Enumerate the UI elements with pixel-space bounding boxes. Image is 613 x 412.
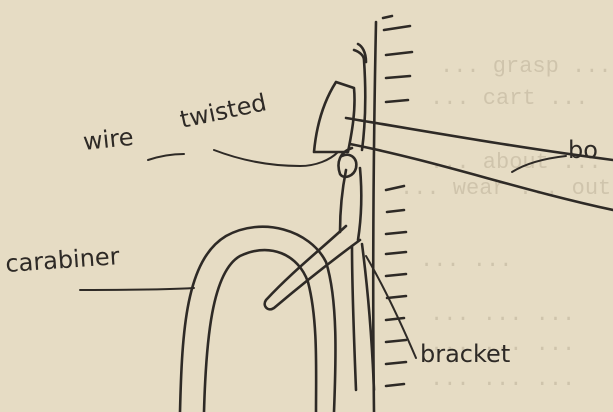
typed-line: ... cart ... xyxy=(430,86,588,111)
wall xyxy=(373,16,412,412)
label-bracket: bracket xyxy=(420,340,510,368)
label-twisted: twisted xyxy=(177,88,269,134)
typed-line: ... ... xyxy=(420,248,512,273)
twisted-wire xyxy=(339,148,362,240)
label-carabiner: carabiner xyxy=(4,242,120,278)
typed-line: ... ... ... xyxy=(430,367,575,392)
label-bolt: bo xyxy=(568,136,598,164)
typed-line: ... ... ... xyxy=(430,302,575,327)
typed-line: ... wear ... out ... xyxy=(400,176,613,201)
label-wire: wire xyxy=(82,123,135,156)
washer xyxy=(314,44,366,152)
typed-line: ... grasp ... the ... xyxy=(440,54,613,79)
